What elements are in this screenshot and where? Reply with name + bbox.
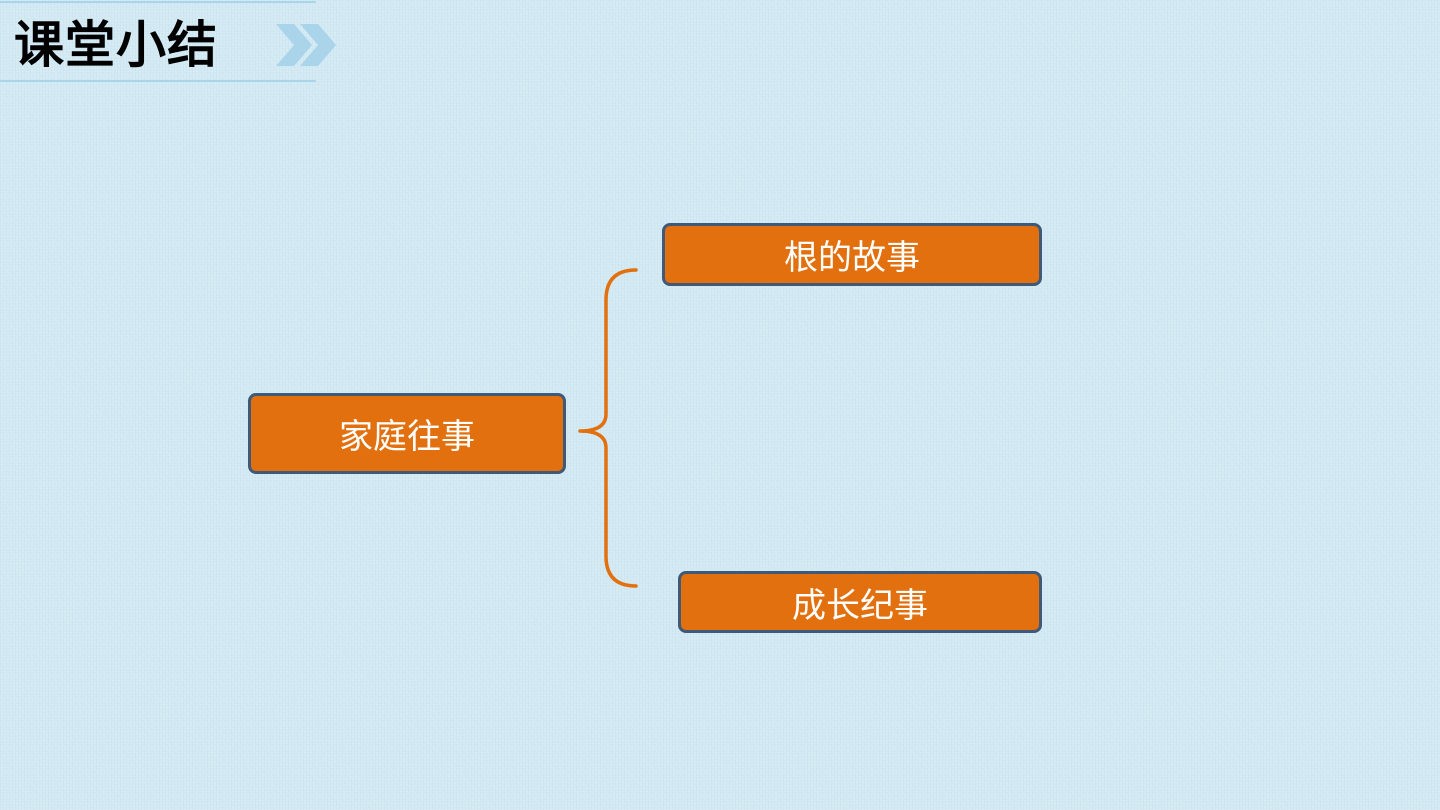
brace-path: [578, 268, 638, 588]
child-node-roots-story: 根的故事: [662, 223, 1042, 286]
child-node-label: 成长纪事: [792, 585, 928, 626]
child-node-label: 根的故事: [784, 238, 920, 278]
header-bottom-rule: [0, 80, 316, 82]
child-node-growth-chronicle: 成长纪事: [678, 571, 1042, 633]
slide-title: 课堂小结: [14, 16, 218, 74]
slide-header: 课堂小结: [0, 0, 360, 90]
root-node-label: 家庭往事: [339, 417, 475, 457]
header-top-rule: [0, 1, 316, 3]
root-node-family-stories: 家庭往事: [248, 393, 566, 474]
double-chevron-right-icon: [276, 24, 336, 66]
